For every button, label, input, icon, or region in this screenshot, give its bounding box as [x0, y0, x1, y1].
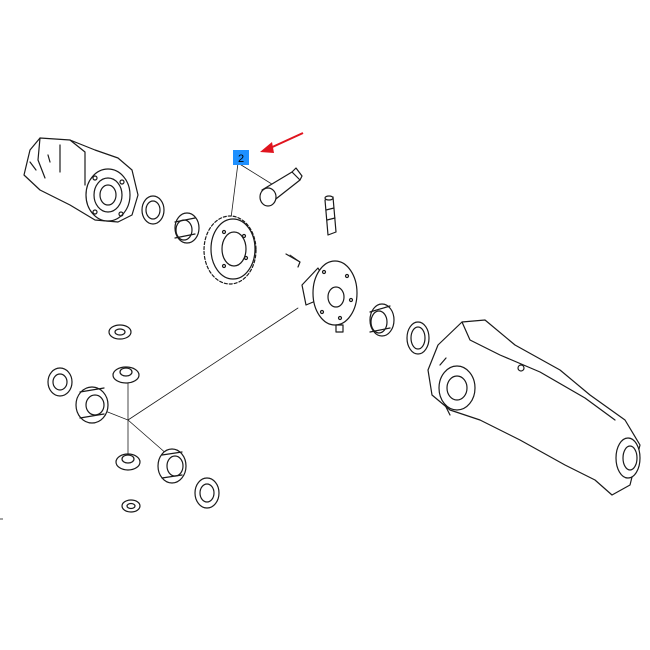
differential-case	[285, 253, 358, 333]
pointer-arrow-icon	[260, 132, 304, 153]
leader-lines	[89, 162, 301, 456]
left-side-bearing	[174, 212, 200, 244]
left-axle-housing	[23, 137, 139, 223]
thrust-washer	[108, 324, 132, 340]
left-oil-seal	[141, 195, 165, 225]
drive-pinion	[259, 167, 303, 207]
thrust-washer	[121, 499, 141, 513]
right-axle-housing	[427, 319, 641, 496]
pinion-shaft	[324, 195, 337, 236]
callout-2[interactable]: 2	[233, 150, 249, 165]
thrust-washer	[194, 477, 220, 509]
side-gear	[157, 448, 187, 484]
callout-label: 2	[238, 153, 244, 165]
callout-box[interactable]	[233, 150, 249, 165]
pinion-gear	[112, 366, 140, 384]
right-side-bearing	[369, 303, 395, 337]
side-gear	[75, 386, 109, 424]
pinion-gear	[115, 453, 141, 471]
thrust-washer	[47, 367, 73, 397]
right-oil-seal	[406, 321, 430, 355]
ring-gear	[203, 215, 257, 285]
